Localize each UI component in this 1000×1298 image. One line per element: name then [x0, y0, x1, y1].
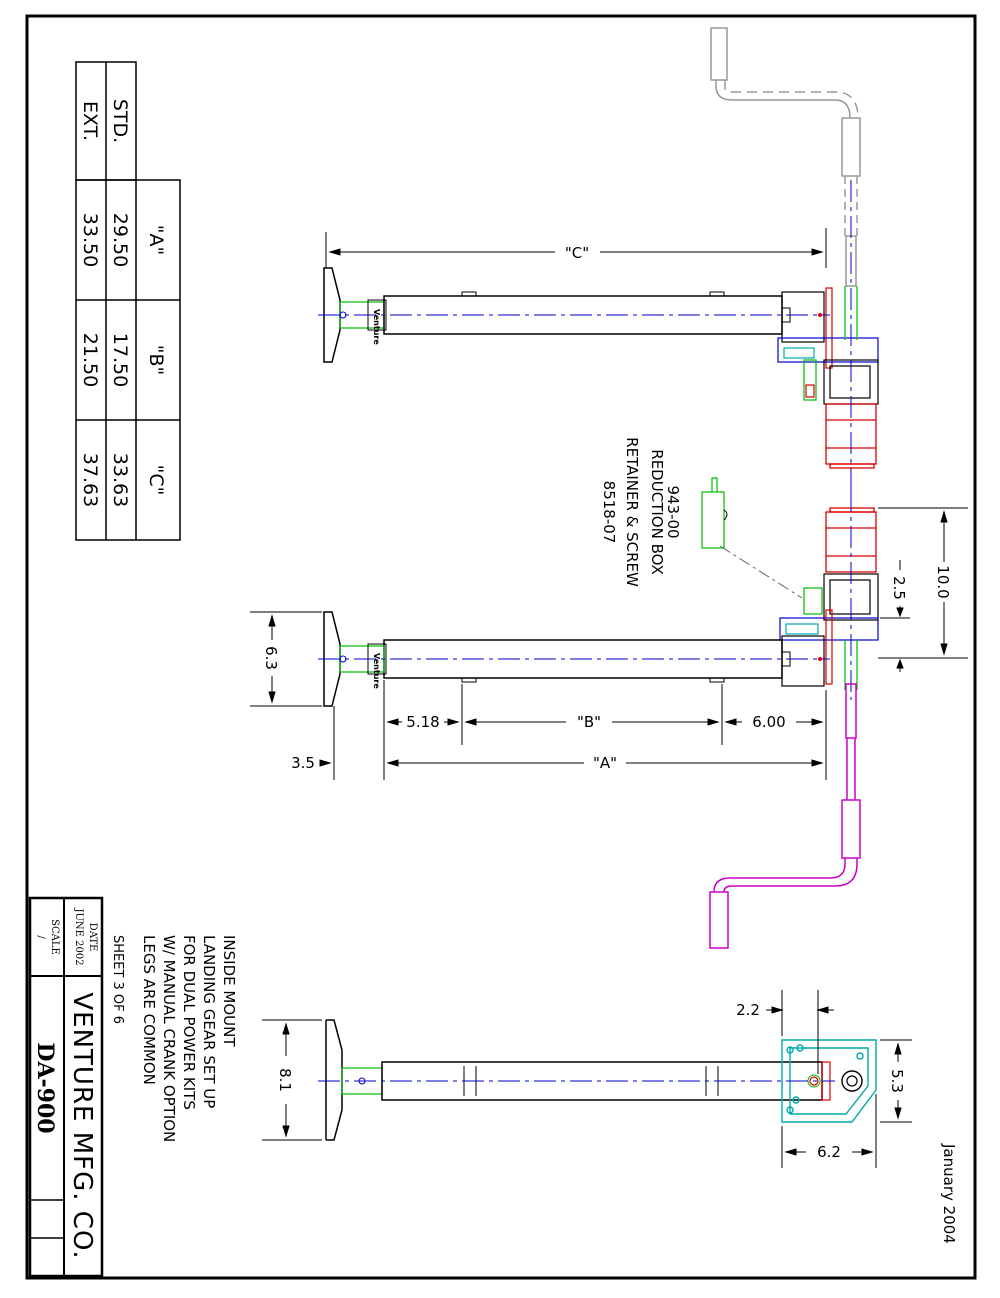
table-header-b: "B" [145, 345, 167, 376]
table-header-a: "A" [145, 225, 167, 255]
table-std-c: 33.63 [109, 453, 131, 507]
revision-date: January 2004 [940, 1143, 958, 1244]
callout-line2: REDUCTION BOX [648, 449, 666, 574]
dim-c [325, 228, 827, 268]
company-name: VENTURE MFG. CO. [67, 992, 97, 1259]
middle-leg-assembly: Venture [318, 490, 879, 949]
table-ext-c: 37.63 [79, 453, 101, 507]
dim-5-18-label: 5.18 [406, 713, 439, 731]
dim-10-0-label: 10.0 [934, 565, 952, 598]
table-ext-b: 21.50 [79, 333, 101, 387]
dimension-table [75, 61, 181, 541]
middle-foot-plate [323, 611, 341, 707]
middle-dimensions [250, 507, 968, 780]
bottom-gearbox-housing [781, 1039, 877, 1123]
dim-a-label: "A" [593, 754, 617, 772]
callout-line3: RETAINER & SCREW [623, 437, 641, 587]
title-block [28, 896, 104, 1278]
top-gearbox [777, 286, 879, 405]
middle-gearbox [779, 573, 879, 690]
bottom-foot-plate [326, 1019, 343, 1141]
scale-label: SCALE [49, 919, 60, 955]
dim-6-2-label: 6.2 [817, 1143, 841, 1161]
sheet-border [25, 14, 977, 1280]
top-crank-handle [710, 27, 861, 287]
callout-line4: 8518-07 [600, 481, 618, 544]
date-value: JUNE 2002 [73, 907, 84, 965]
note-line2: LANDING GEAR SET UP [200, 935, 218, 1108]
scale-value: / [35, 935, 46, 939]
svg-text:Venture: Venture [372, 653, 381, 689]
dim-6-00-label: 6.00 [752, 713, 785, 731]
dim-c-label: "C" [565, 244, 589, 262]
dim-2-2-label: 2.2 [736, 1001, 760, 1019]
top-leg-assembly: "C" Venture [318, 27, 879, 490]
notes-block: INSIDE MOUNT LANDING GEAR SET UP FOR DUA… [110, 935, 238, 1142]
dim-b-label: "B" [577, 713, 601, 731]
dim-5-3-label: 5.3 [888, 1069, 906, 1093]
table-header-c: "C" [145, 465, 167, 496]
note-line4: W/ MANUAL CRANK OPTION [160, 935, 178, 1142]
bottom-leg-assembly [318, 1019, 877, 1141]
sheet-number: SHEET 3 OF 6 [110, 935, 125, 1024]
drawing-number: DA-900 [32, 1042, 58, 1133]
date-label: DATE [87, 923, 98, 952]
dim-8-1-label: 8.1 [276, 1068, 294, 1092]
note-line3: FOR DUAL POWER KITS [180, 935, 198, 1110]
svg-text:Venture: Venture [372, 309, 381, 345]
middle-crank-handle [709, 683, 861, 949]
callout-line1: 943-00 [664, 485, 682, 538]
table-row-ext-label: EXT. [79, 101, 101, 141]
reduction-box-callout: 943-00 REDUCTION BOX RETAINER & SCREW 85… [600, 437, 803, 599]
note-line5: LEGS ARE COMMON [140, 935, 158, 1085]
dim-6-3-label: 6.3 [262, 646, 280, 670]
table-std-a: 29.50 [109, 213, 131, 267]
top-foot-plate [323, 267, 341, 363]
dim-2-5-label: 2.5 [890, 576, 908, 600]
table-std-b: 17.50 [109, 333, 131, 387]
dim-3-5-label: 3.5 [291, 754, 315, 772]
note-line1: INSIDE MOUNT [220, 935, 238, 1047]
bottom-dimensions [262, 990, 912, 1168]
table-ext-a: 33.50 [79, 213, 101, 267]
table-row-std-label: STD. [109, 99, 131, 143]
